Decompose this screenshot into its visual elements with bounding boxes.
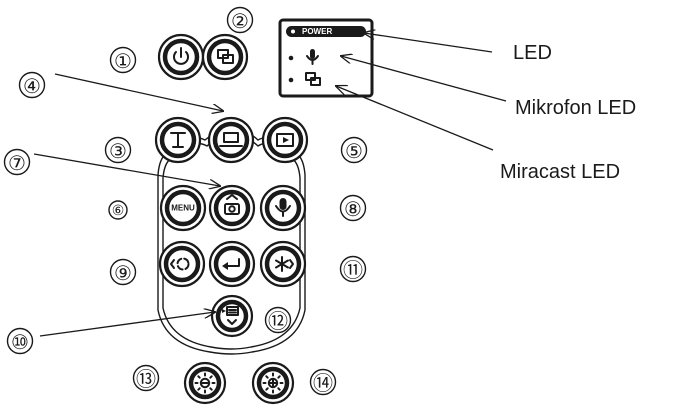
svg-text:⑩: ⑩ — [11, 330, 29, 354]
mic-led — [288, 55, 294, 61]
svg-text:⑪: ⑪ — [343, 258, 363, 282]
power-button[interactable] — [157, 33, 205, 81]
svg-text:⑦: ⑦ — [8, 151, 26, 175]
svg-text:③: ③ — [109, 139, 127, 163]
microphone-icon — [306, 49, 319, 65]
miracast-icon — [305, 72, 321, 86]
led-panel: POWER — [278, 18, 374, 98]
camera-up-icon — [224, 194, 240, 215]
power-led-bar — [286, 26, 366, 37]
number-marker-2: ② — [226, 6, 254, 34]
svg-text:⑨: ⑨ — [114, 261, 132, 285]
svg-text:⑤: ⑤ — [345, 139, 363, 163]
power-icon — [173, 47, 189, 65]
miracast-led-callout-label: Miracast LED — [500, 161, 620, 183]
brightness-down-button[interactable] — [183, 361, 227, 405]
snowflake-icon — [275, 256, 294, 272]
presentation-icon — [222, 306, 239, 325]
number-marker-13: ⑬ — [132, 364, 160, 392]
brightness-up-button[interactable] — [251, 361, 295, 405]
arrow-4 — [54, 73, 223, 111]
number-marker-10: ⑩ — [6, 327, 34, 355]
brightness-down-icon — [194, 372, 216, 394]
svg-text:④: ④ — [23, 74, 41, 98]
media-play-button[interactable] — [261, 116, 309, 164]
leader-arrows — [33, 33, 507, 337]
arrow-led — [364, 33, 493, 53]
enter-icon — [222, 258, 240, 270]
number-markers: ① ② ③ ④ ⑤ ⑥ ⑦ ⑧ — [3, 6, 368, 396]
arrow-10 — [39, 312, 215, 337]
microphone-icon — [275, 198, 291, 217]
number-marker-14: ⑭ — [309, 368, 337, 396]
number-marker-3: ③ — [104, 136, 132, 164]
number-marker-11: ⑪ — [339, 255, 367, 283]
number-marker-9: ⑨ — [109, 258, 137, 286]
menu-button-label: MENU — [171, 204, 195, 213]
svg-text:①: ① — [114, 49, 132, 73]
arrow-mic-led — [341, 56, 507, 102]
number-marker-7: ⑦ — [3, 148, 31, 176]
number-marker-6: ⑥ — [108, 200, 128, 220]
mic-led-callout-label: Mikrofon LED — [515, 97, 636, 119]
power-led-label: POWER — [302, 27, 332, 36]
arrow-miracast-led — [336, 86, 494, 151]
number-marker-5: ⑤ — [340, 136, 368, 164]
number-marker-1: ① — [109, 46, 137, 74]
document-camera-icon — [170, 132, 186, 148]
rotate-left-button[interactable] — [158, 240, 206, 288]
rotate-arrows-icon — [170, 257, 190, 271]
pc-input-button[interactable] — [207, 116, 255, 164]
brightness-up-icon — [262, 372, 284, 394]
freeze-button[interactable] — [259, 240, 307, 288]
microphone-button[interactable] — [259, 184, 307, 232]
svg-text:⑥: ⑥ — [112, 203, 125, 219]
svg-text:⑬: ⑬ — [136, 367, 156, 391]
arrow-7 — [33, 153, 220, 186]
laptop-icon — [219, 132, 243, 147]
led-callout-label: LED — [513, 42, 552, 64]
enter-button[interactable] — [208, 240, 256, 288]
screen-mirror-icon — [217, 49, 234, 64]
miracast-led — [288, 77, 294, 83]
menu-button[interactable]: MENU — [159, 184, 207, 232]
svg-text:②: ② — [231, 9, 249, 33]
number-marker-8: ⑧ — [339, 194, 367, 222]
presentation-button[interactable] — [210, 294, 254, 338]
svg-text:⑫: ⑫ — [268, 309, 288, 333]
play-icon — [276, 133, 294, 147]
camera-capture-button[interactable] — [208, 184, 256, 232]
screen-mirror-button[interactable] — [201, 33, 249, 81]
number-marker-12: ⑫ — [264, 306, 292, 334]
document-camera-button[interactable] — [154, 116, 202, 164]
svg-text:⑭: ⑭ — [313, 371, 333, 395]
number-marker-4: ④ — [18, 71, 46, 99]
svg-text:⑧: ⑧ — [344, 197, 362, 221]
